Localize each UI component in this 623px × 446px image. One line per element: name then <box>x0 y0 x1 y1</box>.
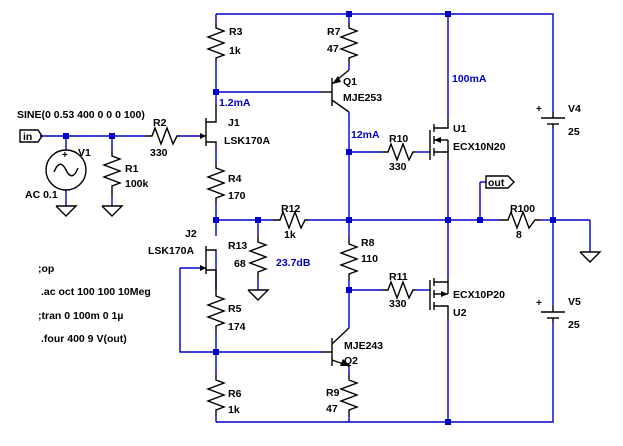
r10-name: R10 <box>389 133 408 145</box>
r13-value: 68 <box>234 258 246 270</box>
jfet-j2 <box>200 246 217 290</box>
port-out: out <box>480 175 515 189</box>
r1-value: 100k <box>125 178 149 190</box>
r1-name: R1 <box>125 163 139 175</box>
u2-value: ECX10P20 <box>453 289 505 301</box>
r4-name: R4 <box>228 173 242 185</box>
v1-name: V1 <box>78 147 91 159</box>
q2-name: Q2 <box>344 355 358 367</box>
v1-source: SINE(0 0.53 400 0 0 0 100) <box>17 109 145 121</box>
r2-value: 330 <box>150 147 168 159</box>
directive-four: .four 400 9 V(out) <box>41 333 127 345</box>
r8-value: 110 <box>361 253 378 265</box>
directive-tran: ;tran 0 100m 0 1µ <box>38 310 123 322</box>
directive-op: ;op <box>38 263 54 275</box>
u2-name: U2 <box>453 307 467 319</box>
v5-name: V5 <box>568 296 581 308</box>
r100-name: R100 <box>510 203 535 215</box>
r13-name: R13 <box>228 240 247 252</box>
r7-value: 47 <box>327 43 339 55</box>
r5-value: 174 <box>228 321 246 333</box>
u1-name: U1 <box>453 123 467 135</box>
annotation-j1-current: 1.2mA <box>219 97 251 109</box>
q2-value: MJE243 <box>344 340 383 352</box>
r12-name: R12 <box>281 203 300 215</box>
j1-name: J1 <box>228 117 240 129</box>
r9-value: 47 <box>326 403 338 415</box>
resistor-r6 <box>206 374 226 416</box>
v5-value: 25 <box>568 319 580 331</box>
resistor-r11 <box>382 280 415 300</box>
r9-name: R9 <box>326 387 340 399</box>
v4-value: 25 <box>568 126 580 138</box>
ground-out-icon <box>579 251 602 263</box>
resistor-r100 <box>500 210 540 230</box>
j2-name: J2 <box>185 228 197 240</box>
r7-name: R7 <box>327 26 341 38</box>
ground-v1-icon <box>55 205 78 217</box>
port-in: in <box>19 129 43 143</box>
resistor-r10 <box>382 142 415 162</box>
r6-name: R6 <box>228 388 242 400</box>
r5-name: R5 <box>228 303 242 315</box>
voltage-source-v1: + <box>45 149 87 191</box>
r3-value: 1k <box>229 45 241 57</box>
v4-name: V4 <box>568 103 581 115</box>
r2-name: R2 <box>153 117 167 129</box>
svg-text:+: + <box>536 298 542 309</box>
q1-value: MJE253 <box>343 92 382 104</box>
resistor-r4 <box>206 162 226 204</box>
resistor-r5 <box>206 290 226 334</box>
resistor-r3 <box>206 22 226 62</box>
r11-name: R11 <box>389 271 408 283</box>
u1-value: ECX10N20 <box>453 141 506 153</box>
wires <box>40 13 591 423</box>
svg-text:+: + <box>62 150 68 161</box>
transistor-q1 <box>320 69 350 113</box>
ground-r13-icon <box>247 289 270 301</box>
svg-text:+: + <box>536 104 542 115</box>
r12-value: 1k <box>284 229 296 241</box>
v1-value: AC 0.1 <box>25 189 58 201</box>
mosfet-u2 <box>429 278 449 320</box>
r10-value: 330 <box>389 161 407 173</box>
jfet-j1 <box>200 104 217 146</box>
resistor-r1 <box>102 150 122 196</box>
resistor-r7 <box>339 22 359 62</box>
junctions <box>63 11 556 425</box>
j1-value: LSK170A <box>224 135 271 147</box>
annotation-u1-current: 100mA <box>452 73 487 85</box>
mosfet-u1 <box>429 118 449 160</box>
r11-value: 330 <box>389 298 407 310</box>
annotation-q1-current: 12mA <box>351 129 380 141</box>
battery-v5: + <box>536 298 565 322</box>
j2-value: LSK170A <box>148 245 195 257</box>
annotation-gain: 23.7dB <box>276 257 311 269</box>
r3-name: R3 <box>229 26 243 38</box>
resistor-r12 <box>274 210 308 230</box>
resistor-r2 <box>146 126 180 146</box>
r8-name: R8 <box>361 237 375 249</box>
r100-value: 8 <box>516 229 522 241</box>
labels: R3 1k R7 47 Q1 MJE253 R2 330 J1 LSK170A … <box>17 26 581 416</box>
r4-value: 170 <box>228 190 246 202</box>
ground-r1-icon <box>101 205 124 217</box>
transistor-q2 <box>322 327 350 367</box>
q1-name: Q1 <box>343 76 357 88</box>
r6-value: 1k <box>228 404 240 416</box>
battery-v4: + <box>536 104 565 128</box>
resistor-r8 <box>339 238 359 280</box>
resistor-r9 <box>339 374 359 416</box>
directive-ac: .ac oct 100 100 10Meg <box>41 286 151 298</box>
port-out-label: out <box>488 177 505 189</box>
port-in-label: in <box>23 131 32 143</box>
resistor-r13 <box>248 236 268 278</box>
